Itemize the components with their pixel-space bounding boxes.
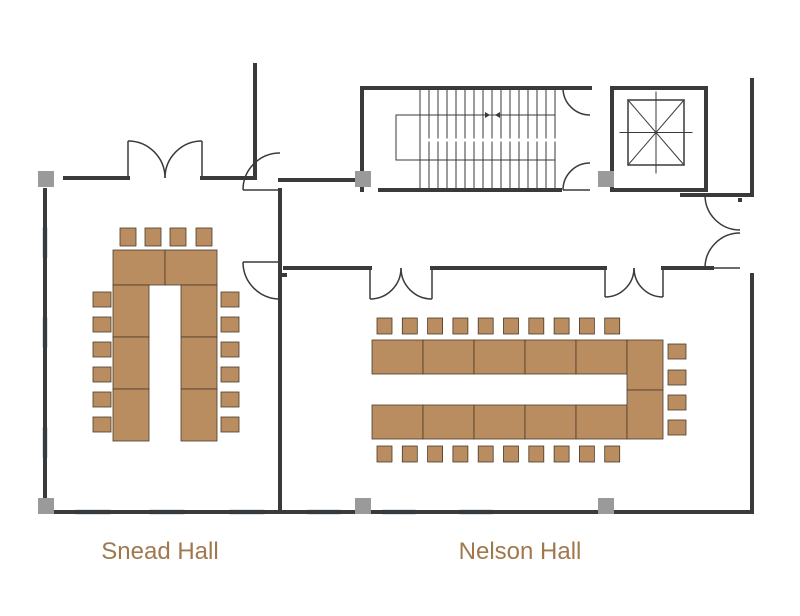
door-swing-icon (127, 140, 166, 179)
chair (528, 317, 545, 335)
table (112, 336, 150, 390)
chair (92, 391, 112, 408)
chair (169, 227, 187, 247)
table (371, 339, 424, 375)
chair (376, 445, 393, 463)
chair (92, 341, 112, 358)
door-swing-icon (704, 194, 741, 231)
table (575, 404, 628, 440)
stairwell (395, 89, 556, 189)
table (422, 339, 475, 375)
chair (376, 317, 393, 335)
chair (220, 291, 240, 308)
walls (43, 63, 754, 514)
door-swing-icon (604, 267, 635, 298)
arrow-head (485, 112, 490, 118)
table (180, 336, 218, 390)
chair (401, 317, 418, 335)
column (38, 498, 54, 514)
door-swing-icon (400, 267, 433, 300)
chair (553, 317, 570, 335)
chair (553, 445, 570, 463)
nelson-hall-furniture (371, 317, 687, 463)
door-swing-icon (242, 261, 281, 300)
table (473, 339, 526, 375)
table (180, 284, 218, 338)
chair (503, 317, 519, 335)
table (524, 404, 577, 440)
door-swing-icon (242, 152, 281, 191)
door-swing-icon (562, 87, 591, 116)
arrow-head (495, 112, 500, 118)
door-swing-icon (704, 232, 741, 269)
table (371, 404, 424, 440)
door-swing-icon (633, 267, 664, 298)
table (626, 389, 664, 440)
columns (38, 171, 614, 514)
room-label-snead-hall: Snead Hall (101, 538, 219, 565)
chair (667, 343, 687, 360)
chair (401, 445, 418, 463)
doors (127, 87, 741, 300)
chair (452, 317, 469, 335)
chair (477, 317, 494, 335)
table (112, 388, 150, 442)
chair (220, 366, 240, 383)
chair (220, 341, 240, 358)
table (575, 339, 628, 375)
column (355, 171, 371, 187)
table (164, 249, 218, 286)
column (38, 171, 54, 187)
chair (92, 316, 112, 333)
chair (452, 445, 469, 463)
chair (604, 317, 621, 335)
chair (528, 445, 545, 463)
chair (427, 445, 444, 463)
chair (667, 394, 687, 411)
table (524, 339, 577, 375)
landing (395, 114, 421, 161)
chair (427, 317, 444, 335)
room-label-nelson-hall: Nelson Hall (458, 538, 582, 565)
column (598, 171, 614, 187)
chair (579, 317, 595, 335)
table (473, 404, 526, 440)
column (355, 498, 371, 514)
chair (119, 227, 137, 247)
table (626, 339, 664, 391)
table (180, 388, 218, 442)
table (112, 284, 150, 338)
chair (195, 227, 213, 247)
chair (220, 391, 240, 408)
chair (579, 445, 595, 463)
chair (503, 445, 519, 463)
chair (92, 416, 112, 433)
chair (477, 445, 494, 463)
chair (667, 369, 687, 386)
chair (92, 366, 112, 383)
chair (220, 316, 240, 333)
elevator-icon (619, 91, 693, 174)
chair (604, 445, 621, 463)
table (422, 404, 475, 440)
column (598, 498, 614, 514)
snead-hall-furniture (92, 227, 240, 442)
chair (144, 227, 162, 247)
chair (220, 416, 240, 433)
door-swing-icon (562, 162, 591, 191)
chair (667, 419, 687, 436)
door-swing-icon (164, 140, 203, 179)
table (112, 249, 166, 286)
chair (92, 291, 112, 308)
door-swing-icon (369, 267, 402, 300)
